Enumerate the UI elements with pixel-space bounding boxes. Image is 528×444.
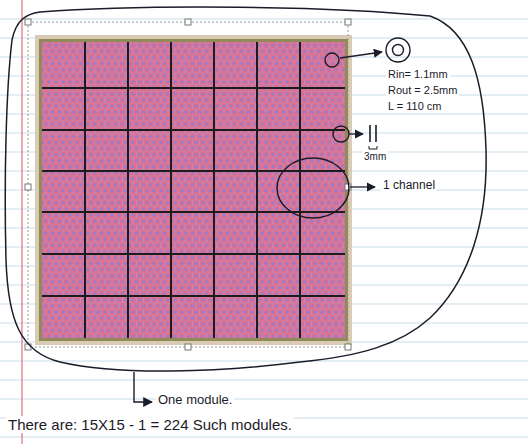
- outer-radius-note: Rout = 2.5mm: [386, 84, 459, 97]
- module-note: One module.: [156, 393, 234, 408]
- inner-radius-note: Rin= 1.1mm: [386, 68, 450, 81]
- module-count-note: There are: 15X15 - 1 = 224 Such modules.: [6, 416, 294, 433]
- gap-dimension: 3mm: [362, 151, 388, 163]
- channel-note: 1 channel: [381, 179, 437, 193]
- length-note: L = 110 cm: [386, 100, 444, 113]
